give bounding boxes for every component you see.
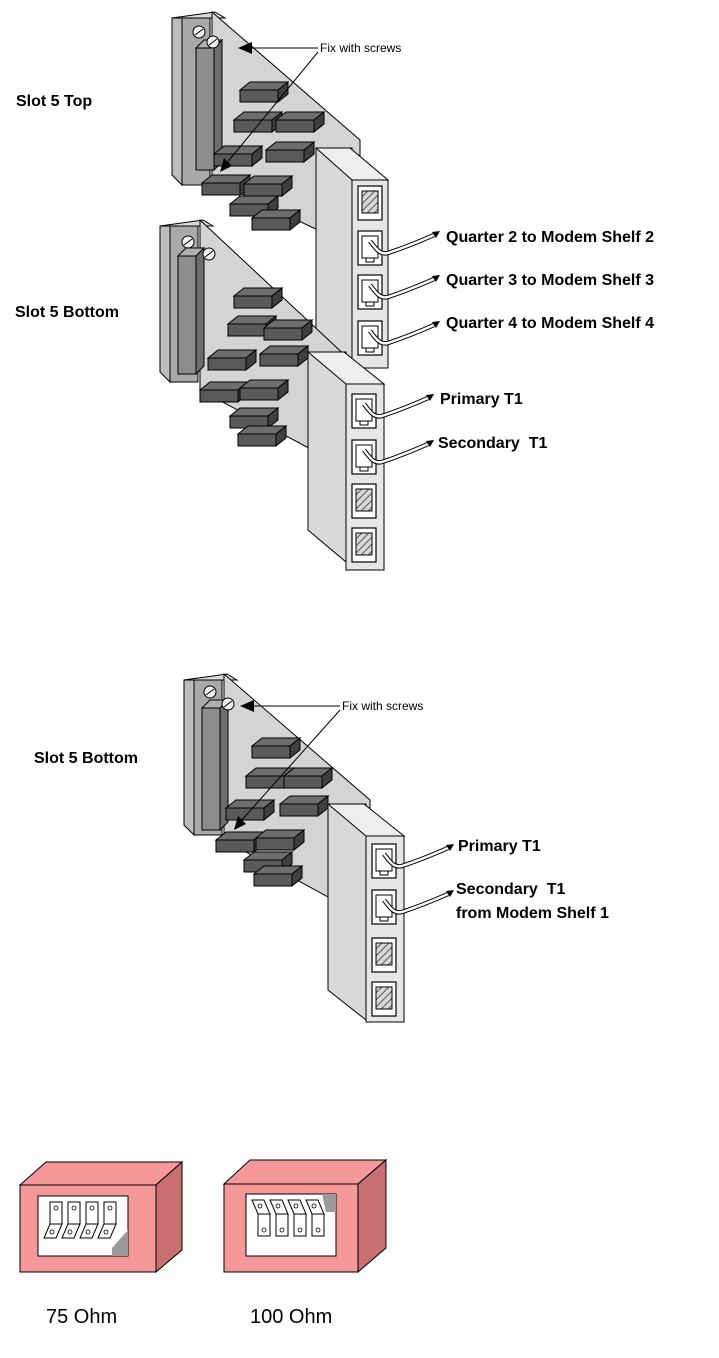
port-label-quarter-4: Quarter 4 to Modem Shelf 4 [446,315,654,332]
switch-box-75-ohm [20,1162,182,1272]
port-label-quarter-2: Quarter 2 to Modem Shelf 2 [446,229,654,246]
board-bottom [160,220,434,570]
screw-icon [204,686,216,698]
slot-bottom-label-2: Slot 5 Bottom [34,750,138,767]
port-label-from-modem-shelf: from Modem Shelf 1 [456,905,609,922]
port-label-secondary-t1-2: Secondary T1 [456,881,565,898]
slot-bottom-label: Slot 5 Bottom [15,304,119,321]
port-label-quarter-3: Quarter 3 to Modem Shelf 3 [446,272,654,289]
label-75-ohm: 75 Ohm [46,1306,117,1328]
fix-with-screws-label: Fix with screws [320,41,401,55]
port-label-primary-t1: Primary T1 [440,391,523,408]
screw-icon [207,36,219,48]
port-label-secondary-t1: Secondary T1 [438,435,547,452]
screw-icon [182,236,194,248]
slot-top-label: Slot 5 Top [16,93,92,110]
board-single [184,674,454,1022]
screw-icon [193,26,205,38]
screw-icon [222,698,234,710]
screw-icon [203,248,215,260]
label-100-ohm: 100 Ohm [250,1306,332,1328]
fix-with-screws-label-2: Fix with screws [342,699,423,713]
switch-box-100-ohm [224,1160,386,1272]
port-label-primary-t1-2: Primary T1 [458,838,541,855]
